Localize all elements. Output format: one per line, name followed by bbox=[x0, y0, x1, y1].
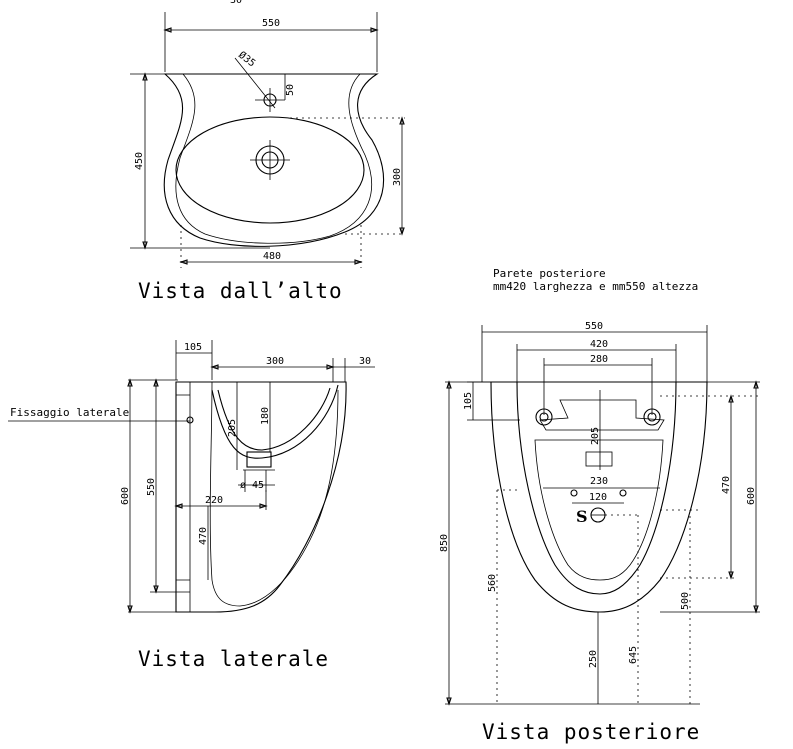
dim-rear-550: 550 bbox=[585, 321, 603, 332]
rear-view-title: Vista posteriore bbox=[482, 720, 700, 744]
dim-rear-205: 205 bbox=[590, 427, 601, 445]
dim-side-205: 205 bbox=[227, 419, 238, 437]
dim-side-220: 220 bbox=[205, 495, 223, 506]
dim-side-105: 105 bbox=[184, 342, 202, 353]
dim-rear-280: 280 bbox=[590, 354, 608, 365]
dim-rear-560: 560 bbox=[487, 574, 498, 592]
fixing-label: Fissaggio laterale bbox=[10, 406, 129, 419]
rear-wall-note-2: mm420 larghezza e mm550 altezza bbox=[493, 280, 698, 293]
dim-rear-105: 105 bbox=[463, 392, 474, 410]
dim-offset-50: 50 bbox=[285, 84, 296, 96]
dim-rear-230: 230 bbox=[590, 476, 608, 487]
dim-rear-250: 250 bbox=[588, 650, 599, 668]
top-view-title: Vista dall’alto bbox=[138, 279, 343, 303]
dim-base-480: 480 bbox=[263, 251, 281, 262]
side-view: 105 300 30 Fissaggio laterale 600 550 bbox=[8, 340, 375, 671]
dim-rear-645: 645 bbox=[628, 646, 639, 664]
rear-wall-note-1: Parete posteriore bbox=[493, 267, 606, 280]
side-view-title: Vista laterale bbox=[138, 647, 329, 671]
dim-side-550: 550 bbox=[146, 478, 157, 496]
rear-view: Parete posteriore mm420 larghezza e mm55… bbox=[439, 267, 760, 744]
dim-side-180: 180 bbox=[260, 407, 271, 425]
dim-rear-850: 850 bbox=[439, 534, 450, 552]
dim-side-600: 600 bbox=[120, 487, 131, 505]
top-view: 30 550 450 Ø35 50 300 bbox=[130, 0, 405, 303]
dim-width-550: 550 bbox=[262, 18, 280, 29]
dim-rear-500: 500 bbox=[680, 592, 691, 610]
dim-bowl-300: 300 bbox=[392, 168, 403, 186]
dim-side-45: ø 45 bbox=[240, 480, 264, 491]
dim-rear-600: 600 bbox=[746, 487, 757, 505]
dim-side-470: 470 bbox=[198, 527, 209, 545]
dim-side-30: 30 bbox=[359, 356, 371, 367]
dim-depth-450: 450 bbox=[134, 152, 145, 170]
dim-hole-35: Ø35 bbox=[236, 49, 258, 70]
dim-rear-420: 420 bbox=[590, 339, 608, 350]
dim-side-300: 300 bbox=[266, 356, 284, 367]
dim-top-cut: 30 bbox=[230, 0, 242, 6]
dim-rear-120: 120 bbox=[589, 492, 607, 503]
drain-symbol: S bbox=[576, 507, 588, 526]
dim-rear-470: 470 bbox=[721, 476, 732, 494]
